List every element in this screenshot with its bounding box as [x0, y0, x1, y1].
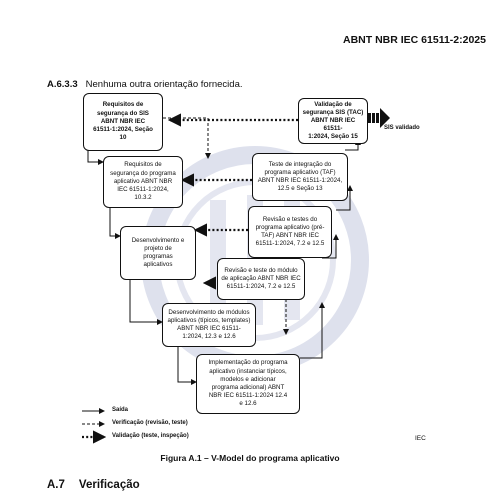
box-pre-taf-review: Revisão e testes do programa aplicativo … [248, 206, 332, 258]
figure-source: IEC [415, 435, 426, 442]
next-section-title: Verificação [78, 479, 140, 491]
figure-caption: Figura A.1 – V-Model do programa aplicat… [160, 453, 340, 463]
next-section-heading: A.7 Verificação [47, 479, 140, 491]
legend-verification: Verificação (revisão, teste) [112, 420, 188, 426]
box-program-implementation: Implementação do programa aplicativo (in… [196, 354, 300, 414]
box-module-development: Desenvolvimento de módulos aplicativos (… [162, 303, 256, 347]
next-section-number: A.7 [47, 479, 65, 491]
box-sis-validation-tac: Validação de segurança SIS (TAC) ABNT NB… [298, 98, 368, 144]
legend-output: Saída [112, 407, 129, 413]
box-app-program-design: Desenvolvimento e projeto de programas a… [120, 226, 196, 280]
section-text: Nenhuma outra orientação fornecida. [85, 79, 243, 90]
box-sis-safety-requirements: Requisitos de segurança do SIS ABNT NBR … [83, 93, 163, 151]
sis-validated-label: SIS validado [384, 125, 420, 131]
section-heading: A.6.3.3 Nenhuma outra orientação fornecid… [47, 79, 243, 90]
box-module-review-test: Revisão e teste do módulo de aplicação A… [217, 258, 305, 300]
legend-validation: Validação (teste, inspeção) [112, 433, 189, 439]
section-number: A.6.3.3 [47, 79, 78, 90]
standard-header: ABNT NBR IEC 61511-2:2025 [343, 34, 486, 46]
box-app-program-requirements: Requisitos de segurança do programa apli… [103, 156, 183, 208]
box-integration-test-taf: Teste de integração do programa aplicati… [252, 153, 348, 201]
